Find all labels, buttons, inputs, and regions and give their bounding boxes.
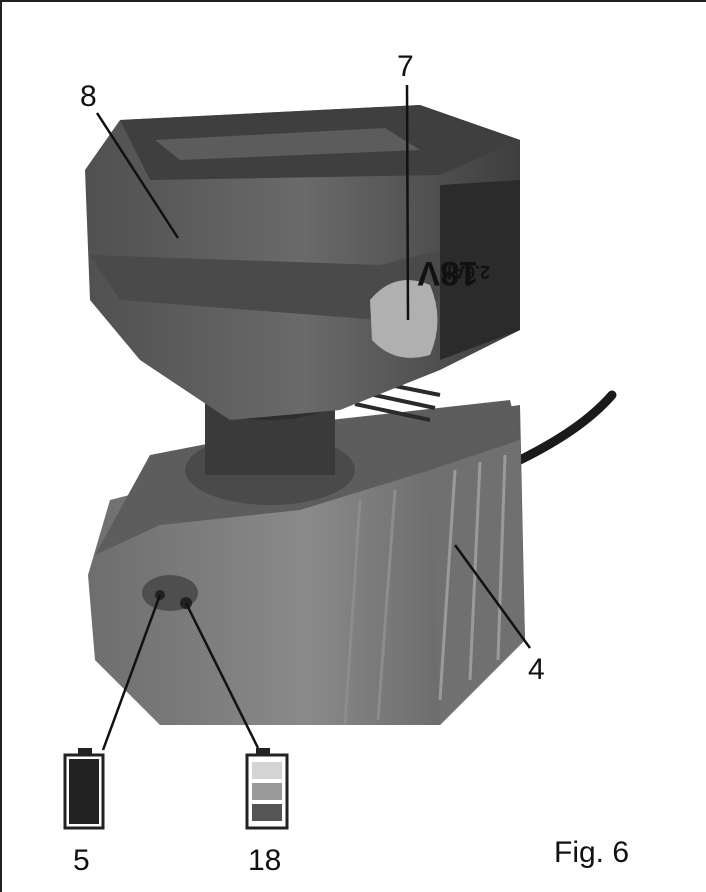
power-cord xyxy=(515,390,617,465)
battery-voltage-text: 18V xyxy=(417,254,478,292)
callout-5: 5 xyxy=(73,844,90,877)
leader-line-7 xyxy=(405,84,410,321)
battery-capacity-text: 2.6Ah xyxy=(441,262,490,282)
leader-line-4 xyxy=(453,544,532,649)
leader-line-5 xyxy=(101,594,162,751)
battery-pack xyxy=(85,105,520,420)
leader-line-18 xyxy=(184,602,260,749)
battery-empty-icon xyxy=(63,748,105,830)
callout-8: 8 xyxy=(80,80,97,113)
figure-label: Fig. 6 xyxy=(554,836,630,869)
release-button xyxy=(370,280,438,358)
callout-4: 4 xyxy=(528,653,545,686)
battery-charging-icon xyxy=(245,748,289,830)
leader-line-8 xyxy=(95,112,180,239)
callout-7: 7 xyxy=(397,50,414,83)
callout-18: 18 xyxy=(248,844,282,877)
